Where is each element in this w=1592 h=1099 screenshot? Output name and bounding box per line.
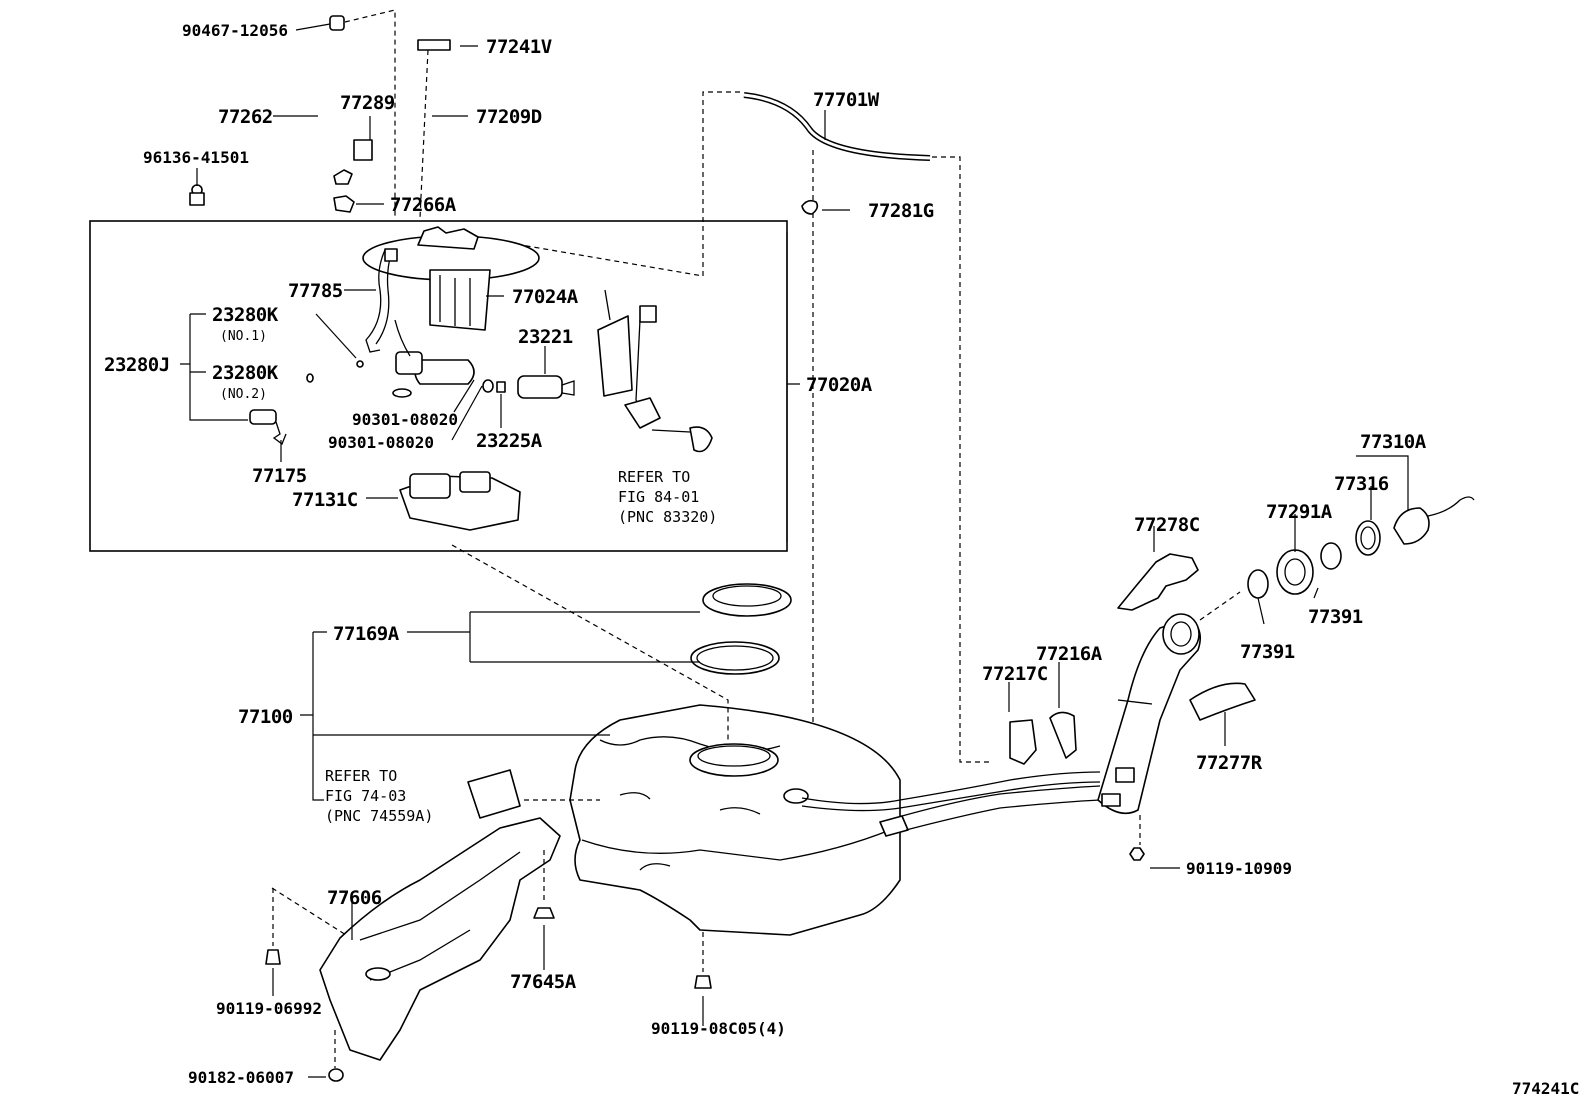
label-90301-08020-a: 90301-08020 — [352, 410, 458, 429]
label-90467-12056: 90467-12056 — [182, 21, 288, 40]
retainer-ring-and-gasket — [690, 583, 792, 675]
fuel-vent-tube — [491, 91, 990, 763]
bolt-icon — [189, 192, 205, 206]
label-90301-08020-b: 90301-08020 — [328, 433, 434, 452]
bolt-icon — [1129, 847, 1145, 861]
label-77241v: 77241V — [486, 36, 552, 58]
bolt-icon — [265, 949, 281, 965]
label-23280k-no1: 23280K — [212, 304, 279, 326]
label-77266a: 77266A — [390, 194, 457, 216]
clip-icon — [353, 139, 373, 161]
label-90119-08c05: 90119-08C05(4) — [651, 1019, 786, 1038]
label-77316: 77316 — [1334, 473, 1389, 495]
insulator-pad-icon — [467, 769, 521, 819]
label-no1: (NO.1) — [220, 329, 267, 344]
refer-note-74-03-line1: REFER TO — [325, 767, 397, 785]
label-77169a: 77169A — [333, 623, 400, 645]
refer-note-74-03-line2: FIG 74-03 — [325, 787, 406, 805]
bolt-icon — [694, 975, 712, 989]
label-77277r: 77277R — [1196, 752, 1263, 774]
label-77278c: 77278C — [1134, 514, 1200, 536]
label-77100: 77100 — [238, 706, 293, 728]
label-23221: 23221 — [518, 326, 573, 348]
label-77785: 77785 — [288, 280, 343, 302]
label-77310a: 77310A — [1360, 431, 1427, 453]
label-77175: 77175 — [252, 465, 307, 487]
label-77024a: 77024A — [512, 286, 579, 308]
clamp-icon — [329, 15, 345, 31]
bolts — [265, 850, 712, 1082]
clip-icon — [333, 169, 353, 185]
refer-note-84-01-line3: (PNC 83320) — [618, 508, 717, 526]
clamp-icon — [801, 199, 819, 215]
label-77262: 77262 — [218, 106, 273, 128]
refer-note-84-01-line1: REFER TO — [618, 468, 690, 486]
bolt-icon — [533, 907, 555, 919]
fuel-cap-group — [1247, 496, 1475, 599]
label-77281g: 77281G — [868, 200, 934, 222]
label-77645a: 77645A — [510, 971, 577, 993]
fuel-filler-pipe — [1097, 591, 1241, 861]
nut-icon — [328, 1068, 344, 1082]
clamp-icon — [417, 39, 451, 51]
label-77209d: 77209D — [476, 106, 542, 128]
label-77606: 77606 — [327, 887, 382, 909]
clamp-icon — [333, 195, 355, 213]
label-90119-06992: 90119-06992 — [216, 999, 322, 1018]
label-77131c: 77131C — [292, 489, 358, 511]
label-23225a: 23225A — [476, 430, 543, 452]
filler-brackets — [1009, 553, 1256, 765]
fuel-tank — [569, 704, 1101, 936]
label-77217c: 77217C — [982, 663, 1048, 685]
refer-note-74-03-line3: (PNC 74559A) — [325, 807, 433, 825]
label-77020a: 77020A — [806, 374, 873, 396]
label-23280j: 23280J — [104, 354, 170, 376]
fuel-pump-assembly — [249, 226, 713, 531]
label-77291a: 77291A — [1266, 501, 1333, 523]
figure-id: 774241C — [1512, 1079, 1579, 1098]
label-96136-41501: 96136-41501 — [143, 148, 249, 167]
refer-note-84-01-line2: FIG 84-01 — [618, 488, 699, 506]
part-labels: 90467-12056 77241V 77262 77289 77209D 96… — [104, 21, 1579, 1098]
heat-insulator — [319, 817, 561, 1061]
label-77391-b: 77391 — [1240, 641, 1295, 663]
fuel-tank-cap-icon — [1393, 507, 1430, 545]
label-90119-10909: 90119-10909 — [1186, 859, 1292, 878]
label-77701w: 77701W — [813, 89, 880, 111]
label-77216a: 77216A — [1036, 643, 1103, 665]
label-90182-06007: 90182-06007 — [188, 1068, 294, 1087]
vent-hose-group — [189, 9, 472, 219]
label-23280k-no2: 23280K — [212, 362, 279, 384]
leader-lines — [180, 23, 1409, 1078]
label-77289: 77289 — [340, 92, 395, 114]
label-no2: (NO.2) — [220, 387, 267, 402]
label-77391-a: 77391 — [1308, 606, 1363, 628]
